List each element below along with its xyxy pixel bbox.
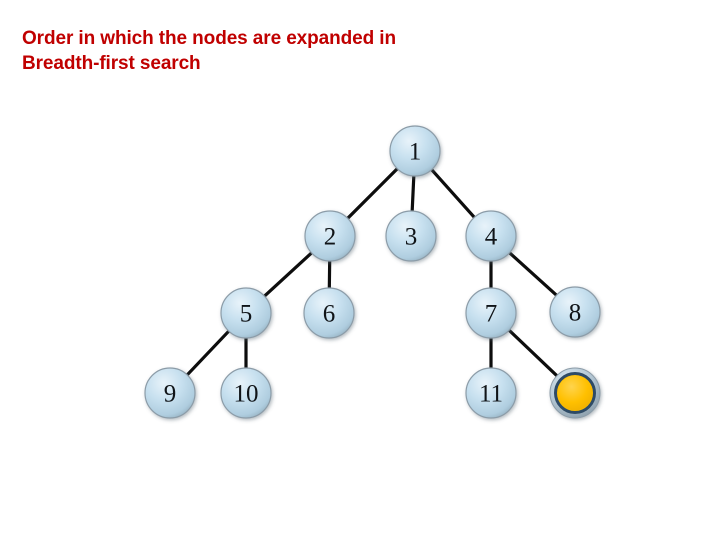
tree-node-circle [144, 367, 196, 419]
tree-node-8[interactable]: 8 [549, 286, 601, 338]
tree-node-5[interactable]: 5 [220, 287, 272, 339]
tree-node-3[interactable]: 3 [385, 210, 437, 262]
tree-node-circle [465, 210, 517, 262]
tree-node-2[interactable]: 2 [304, 210, 356, 262]
tree-node-label: 7 [485, 301, 498, 328]
tree-node-label: 2 [324, 224, 337, 251]
tree-node-label: 3 [405, 224, 418, 251]
tree-node-label: 8 [569, 300, 582, 327]
tree-node-label: 1 [409, 139, 422, 166]
goal-node-highlight [557, 375, 593, 411]
goal-node[interactable] [549, 367, 601, 419]
tree-node-label: 5 [240, 301, 253, 328]
tree-node-circle [385, 210, 437, 262]
tree-node-label: 4 [485, 224, 498, 251]
tree-node-6[interactable]: 6 [303, 287, 355, 339]
tree-node-11[interactable]: 11 [465, 367, 517, 419]
tree-edge [260, 249, 316, 300]
tree-node-circle [465, 287, 517, 339]
tree-node-1[interactable]: 1 [389, 125, 441, 177]
tree-edge [505, 249, 561, 299]
tree-node-label: 6 [323, 301, 336, 328]
tree-edge [343, 164, 402, 223]
tree-node-circle [304, 210, 356, 262]
tree-edge [428, 165, 478, 222]
tree-node-circle [303, 287, 355, 339]
tree-node-circle [389, 125, 441, 177]
tree-node-4[interactable]: 4 [465, 210, 517, 262]
edges-layer [183, 164, 561, 380]
tree-node-10[interactable]: 10 [220, 367, 272, 419]
tree-node-circle [549, 286, 601, 338]
tree-node-circle [220, 287, 272, 339]
nodes-layer: 1 2 3 4 5 6 7 8 9 10 11 [144, 125, 601, 419]
tree-node-7[interactable]: 7 [465, 287, 517, 339]
tree-edge [183, 327, 233, 379]
tree-node-label: 9 [164, 381, 177, 408]
tree-edge [410, 171, 416, 216]
tree-node-circle [220, 367, 272, 419]
tree-node-circle [465, 367, 517, 419]
tree-node-9[interactable]: 9 [144, 367, 196, 419]
tree-node-label: 10 [234, 381, 259, 408]
tree-node-label: 11 [479, 381, 503, 408]
page-title: Order in which the nodes are expanded in… [22, 28, 396, 74]
tree-edge [505, 326, 561, 380]
